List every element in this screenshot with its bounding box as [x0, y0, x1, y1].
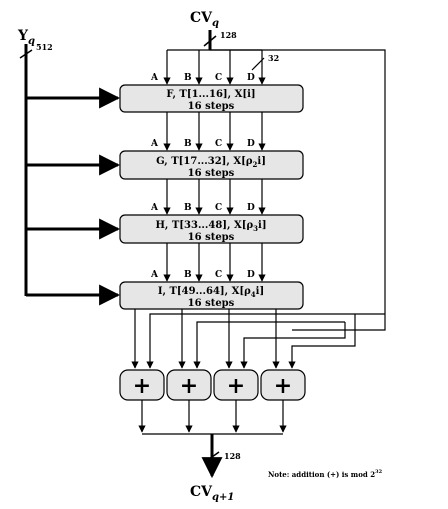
word-label-b: B	[184, 73, 192, 83]
cv-feedback-distribution	[146, 313, 385, 369]
adder-4-symbol: +	[274, 373, 292, 399]
word-label-d: D	[247, 270, 255, 280]
round-1-box: F, T[1...16], X[i] 16 steps	[119, 84, 304, 113]
word-label-a: A	[150, 73, 159, 83]
word-width-label: 32	[268, 53, 279, 63]
round-4-title: I, T[49...64], X[ρ4i]	[158, 286, 264, 299]
cv-next-width-label: 128	[224, 451, 241, 461]
adder-2: +	[166, 369, 212, 401]
word-label-c: C	[215, 139, 222, 149]
word-label-b: B	[184, 203, 192, 213]
adder-3: +	[213, 369, 259, 401]
word-label-a: A	[150, 203, 159, 213]
word-label-d: D	[247, 203, 255, 213]
round-1-title: F, T[1...16], X[i]	[166, 89, 255, 100]
cv-next-width-tick	[204, 451, 220, 463]
round-4-box: I, T[49...64], X[ρ4i] 16 steps	[119, 281, 304, 310]
round-3-inputs: A B C D	[150, 179, 266, 215]
cv-next-label: CVq+1	[190, 484, 234, 503]
adder-1: +	[119, 369, 165, 401]
round-2-title: G, T[17...32], X[ρ2i]	[156, 156, 266, 169]
round-1-inputs: A B C D	[150, 50, 266, 85]
word-label-b: B	[184, 139, 192, 149]
word-label-a: A	[150, 270, 159, 280]
round-3-title: H, T[33...48], X[ρ3i]	[155, 220, 266, 233]
round-4-inputs: A B C D	[150, 243, 266, 282]
cvq-width-label: 128	[220, 30, 237, 40]
word-label-c: C	[215, 270, 222, 280]
word-label-c: C	[215, 203, 222, 213]
word-label-d: D	[247, 73, 255, 83]
cv-feedback-line	[210, 49, 386, 331]
word-label-a: A	[150, 139, 159, 149]
round-1-steps: 16 steps	[188, 101, 235, 112]
yq-label: Yq	[17, 28, 35, 47]
note-text: Note: addition (+) is mod 232	[268, 469, 383, 479]
word-label-d: D	[247, 139, 255, 149]
round-3-box: H, T[33...48], X[ρ3i] 16 steps	[119, 214, 304, 244]
adder-2-symbol: +	[180, 373, 198, 399]
yq-width-label: 512	[36, 42, 53, 52]
round-2-steps: 16 steps	[188, 168, 235, 179]
adder-outputs	[138, 400, 287, 435]
cvq-width-tick	[203, 35, 217, 47]
adder-4: +	[260, 369, 306, 401]
round-2-inputs: A B C D	[150, 112, 266, 151]
adder-1-symbol: +	[133, 373, 151, 399]
word-label-b: B	[184, 270, 192, 280]
yq-width-tick	[19, 49, 33, 59]
round-3-steps: 16 steps	[188, 232, 235, 243]
round-2-box: G, T[17...32], X[ρ2i] 16 steps	[119, 150, 304, 180]
adder-3-symbol: +	[227, 373, 245, 399]
round-4-steps: 16 steps	[188, 298, 235, 309]
word-label-c: C	[215, 73, 222, 83]
cvq-label: CVq	[190, 10, 219, 29]
